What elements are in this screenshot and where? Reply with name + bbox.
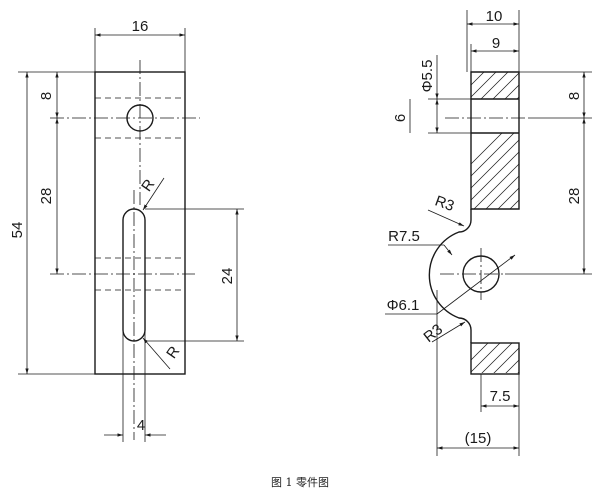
radius-leader-bottom <box>142 337 171 370</box>
dim-overall-width-label: (15) <box>465 430 492 447</box>
radius-r3-bottom-label: R3 <box>420 321 446 346</box>
dim-width-10-label: 10 <box>486 8 503 25</box>
dim-total-height-label: 54 <box>9 222 26 239</box>
hole-dia-61-label: Φ6.1 <box>387 297 420 314</box>
radius-r3-bottom-leader <box>431 321 466 343</box>
side-view: 10 9 Φ5.5 6 8 28 R3 R7.5 Φ6.1 R3 <box>385 8 592 456</box>
part-drawing: 16 54 8 28 24 R R 4 <box>9 8 592 456</box>
dim-top-offset-label: 8 <box>38 92 55 100</box>
radius-leader-top <box>142 177 165 211</box>
radius-top-label: R <box>138 176 158 195</box>
side-view-upper-outline <box>470 71 520 210</box>
dim-width-label: 16 <box>132 18 149 35</box>
hatching-middle <box>471 133 519 209</box>
dim-side-top-offset-label: 8 <box>566 92 583 100</box>
radius-r3-top-leader <box>427 209 465 227</box>
hole-dia-61-leader <box>436 254 516 315</box>
figure-caption: 图 1 零件图 <box>271 476 329 489</box>
front-view: 16 54 8 28 24 R R 4 <box>9 18 244 442</box>
dim-foot-width-label: 7.5 <box>490 388 511 405</box>
dim-hole-spacing-label: 28 <box>38 188 55 205</box>
radius-r3-top-label: R3 <box>433 193 457 216</box>
radius-r75-leader <box>443 244 453 256</box>
dim-slot-length-label: 24 <box>219 268 236 285</box>
side-view-foot <box>470 342 520 375</box>
dim-side-spacing-label: 28 <box>566 188 583 205</box>
dim-slot-width-label: 4 <box>137 417 145 434</box>
hatching-bottom <box>471 343 519 373</box>
dim-width-9-label: 9 <box>492 35 500 52</box>
dim-thickness-6-label: 6 <box>392 114 409 122</box>
dim-hole-dia-label: Φ5.5 <box>419 60 436 93</box>
side-view-profile <box>428 209 472 343</box>
radius-r75-label: R7.5 <box>388 228 420 245</box>
radius-bottom-label: R <box>163 343 183 362</box>
